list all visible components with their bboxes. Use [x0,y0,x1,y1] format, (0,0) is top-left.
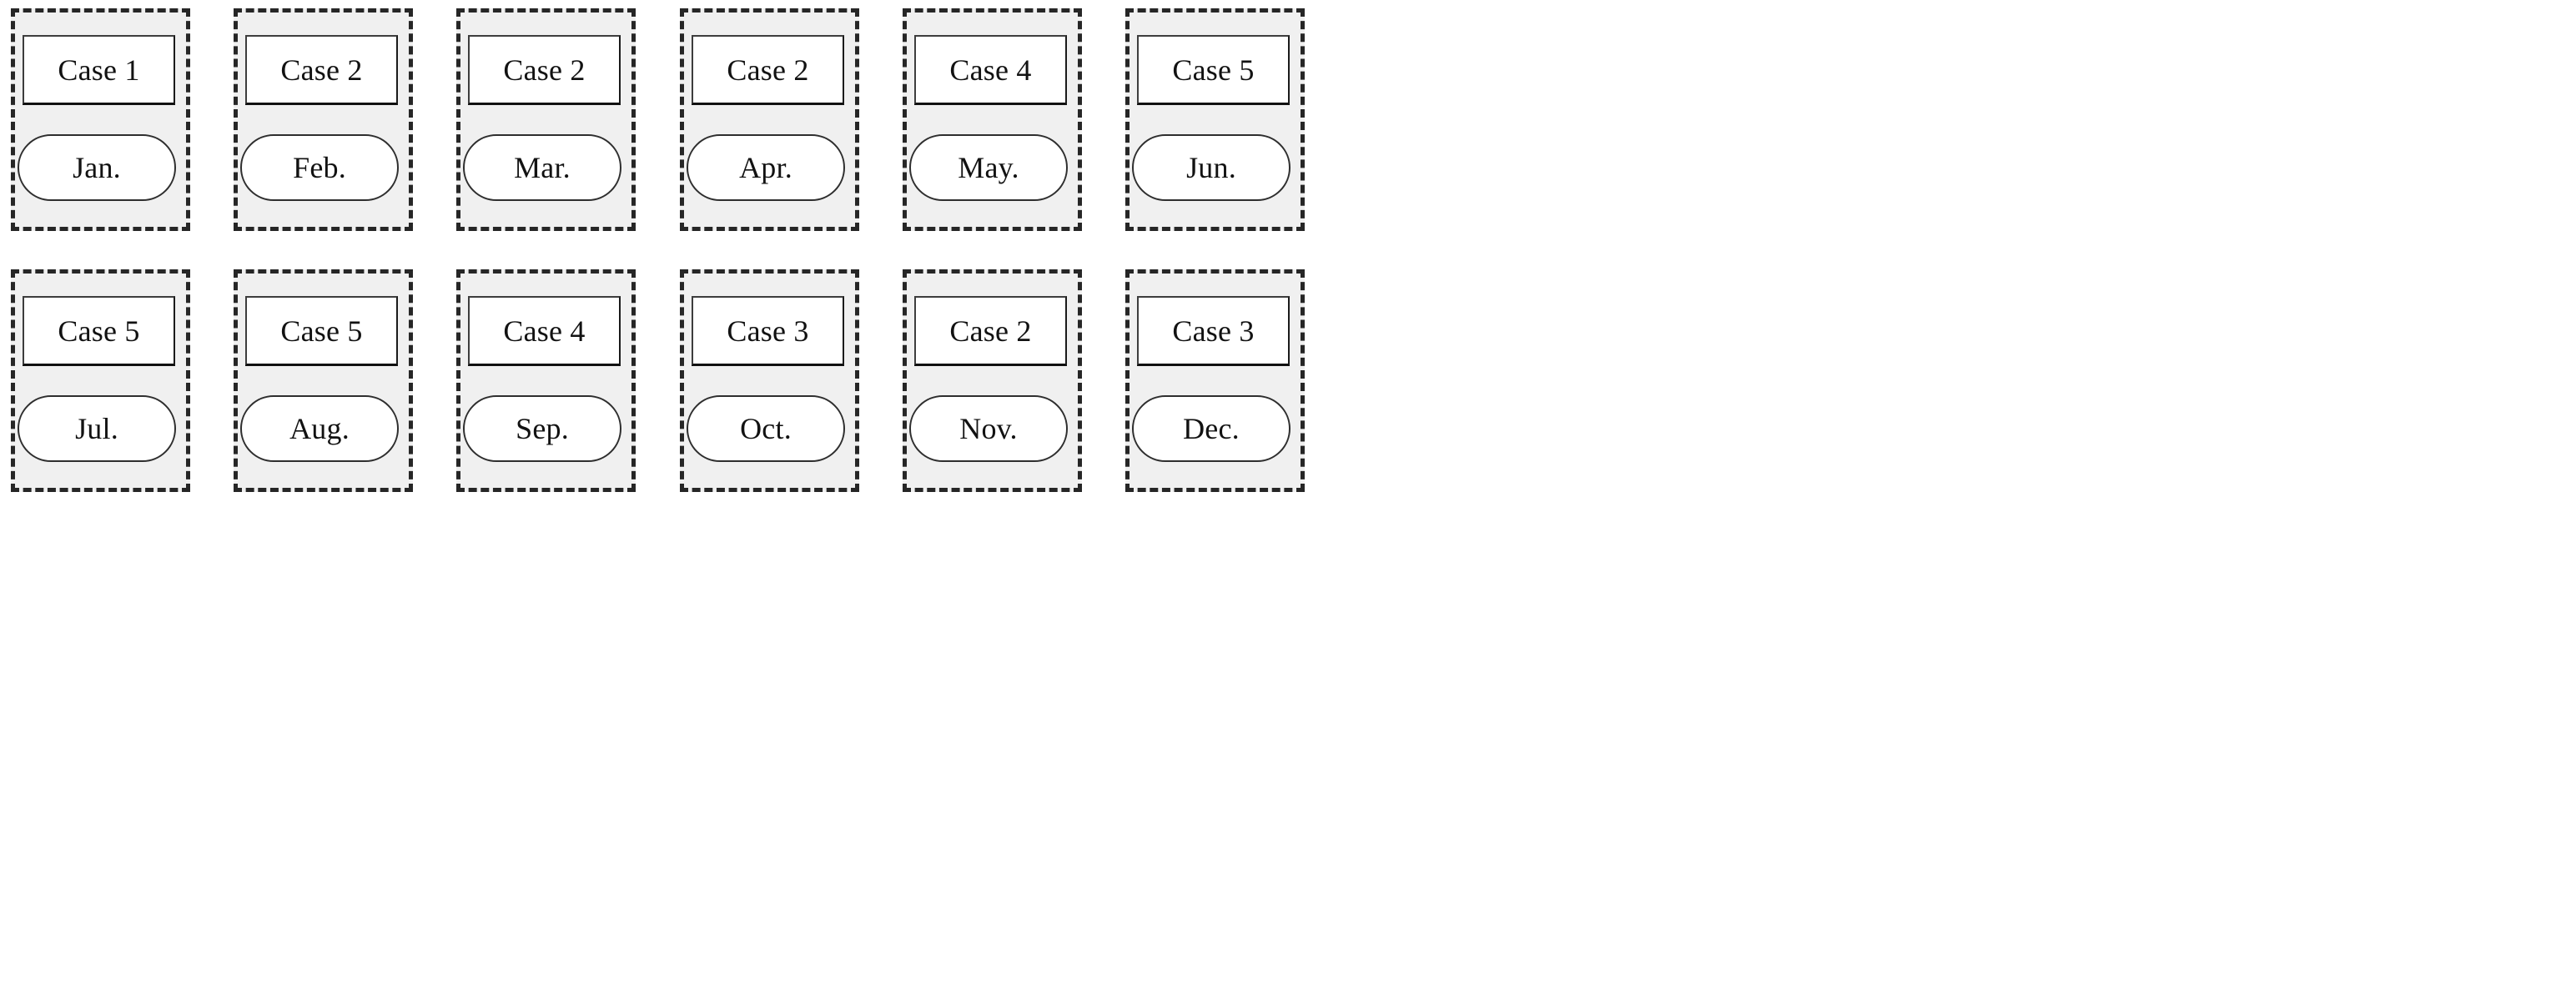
case-label: Case 4 [949,53,1032,87]
month-pill[interactable]: Oct. [687,395,845,462]
case-box[interactable]: Case 3 [692,296,844,365]
case-label: Case 2 [503,53,586,87]
case-month-cell[interactable]: Case 5 Jun. [1125,8,1305,231]
case-month-cell[interactable]: Case 3 Dec. [1125,269,1305,492]
case-box[interactable]: Case 4 [914,35,1067,104]
month-label: Sep. [516,412,569,445]
case-box[interactable]: Case 5 [23,296,175,365]
month-label: May. [958,151,1019,184]
case-box[interactable]: Case 5 [245,296,398,365]
month-pill[interactable]: Jun. [1132,134,1291,201]
case-label: Case 5 [280,314,363,348]
case-box[interactable]: Case 2 [468,35,621,104]
month-pill[interactable]: Dec. [1132,395,1291,462]
case-label: Case 3 [1172,314,1255,348]
case-label: Case 2 [280,53,363,87]
case-box[interactable]: Case 2 [692,35,844,104]
case-box[interactable]: Case 3 [1137,296,1290,365]
month-pill[interactable]: Sep. [463,395,621,462]
month-label: Jul. [75,412,118,445]
month-label: Aug. [289,412,350,445]
case-month-cell[interactable]: Case 1 Jan. [11,8,190,231]
case-month-cell[interactable]: Case 5 Jul. [11,269,190,492]
month-label: Jun. [1186,151,1236,184]
case-month-cell[interactable]: Case 4 Sep. [456,269,636,492]
case-month-cell[interactable]: Case 4 May. [903,8,1082,231]
month-pill[interactable]: Feb. [240,134,399,201]
case-month-cell[interactable]: Case 5 Aug. [234,269,413,492]
case-month-cell[interactable]: Case 3 Oct. [680,269,859,492]
month-pill[interactable]: Apr. [687,134,845,201]
case-month-cell[interactable]: Case 2 Mar. [456,8,636,231]
month-label: Oct. [740,412,792,445]
month-pill[interactable]: May. [909,134,1068,201]
case-month-cell[interactable]: Case 2 Apr. [680,8,859,231]
month-pill[interactable]: Aug. [240,395,399,462]
case-label: Case 2 [727,53,809,87]
month-pill[interactable]: Jul. [18,395,176,462]
case-box[interactable]: Case 1 [23,35,175,104]
case-label: Case 3 [727,314,809,348]
case-box[interactable]: Case 2 [914,296,1067,365]
month-label: Jan. [73,151,121,184]
case-box[interactable]: Case 2 [245,35,398,104]
month-label: Apr. [739,151,792,184]
month-label: Dec. [1183,412,1240,445]
case-box[interactable]: Case 4 [468,296,621,365]
case-label: Case 2 [949,314,1032,348]
month-pill[interactable]: Nov. [909,395,1068,462]
case-label: Case 5 [58,314,140,348]
case-label: Case 1 [58,53,140,87]
case-label: Case 4 [503,314,586,348]
month-label: Feb. [293,151,346,184]
month-label: Nov. [959,412,1018,445]
case-label: Case 5 [1172,53,1255,87]
case-month-cell[interactable]: Case 2 Nov. [903,269,1082,492]
month-label: Mar. [514,151,571,184]
month-pill[interactable]: Jan. [18,134,176,201]
month-pill[interactable]: Mar. [463,134,621,201]
case-box[interactable]: Case 5 [1137,35,1290,104]
case-month-cell[interactable]: Case 2 Feb. [234,8,413,231]
